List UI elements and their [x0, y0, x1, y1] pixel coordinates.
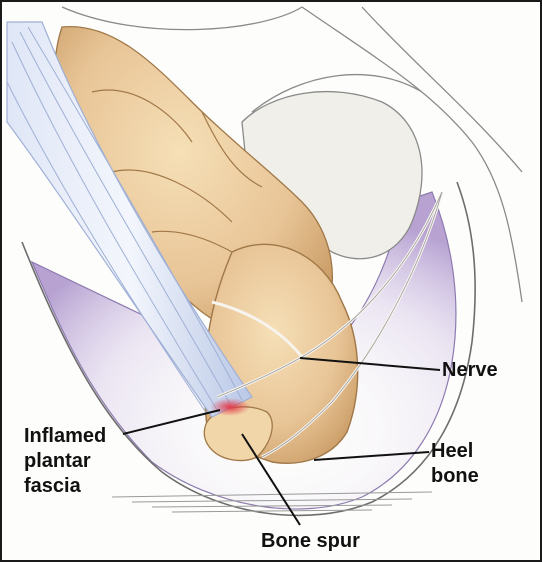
- heel-bone-label-line-1: Heel: [431, 439, 479, 464]
- heel-bone-label-line-2: bone: [431, 464, 479, 489]
- heel-bone-label: Heel bone: [431, 439, 479, 489]
- bone-spur-label: Bone spur: [261, 529, 360, 554]
- inflamed-label-line-2: plantar: [24, 449, 106, 474]
- inflamed-label-line-3: fascia: [24, 474, 106, 499]
- inflammation-area: [210, 398, 250, 416]
- inflamed-label-line-1: Inflamed: [24, 424, 106, 449]
- nerve-label: Nerve: [442, 358, 498, 383]
- inflamed-plantar-fascia-label: Inflamed plantar fascia: [24, 424, 106, 499]
